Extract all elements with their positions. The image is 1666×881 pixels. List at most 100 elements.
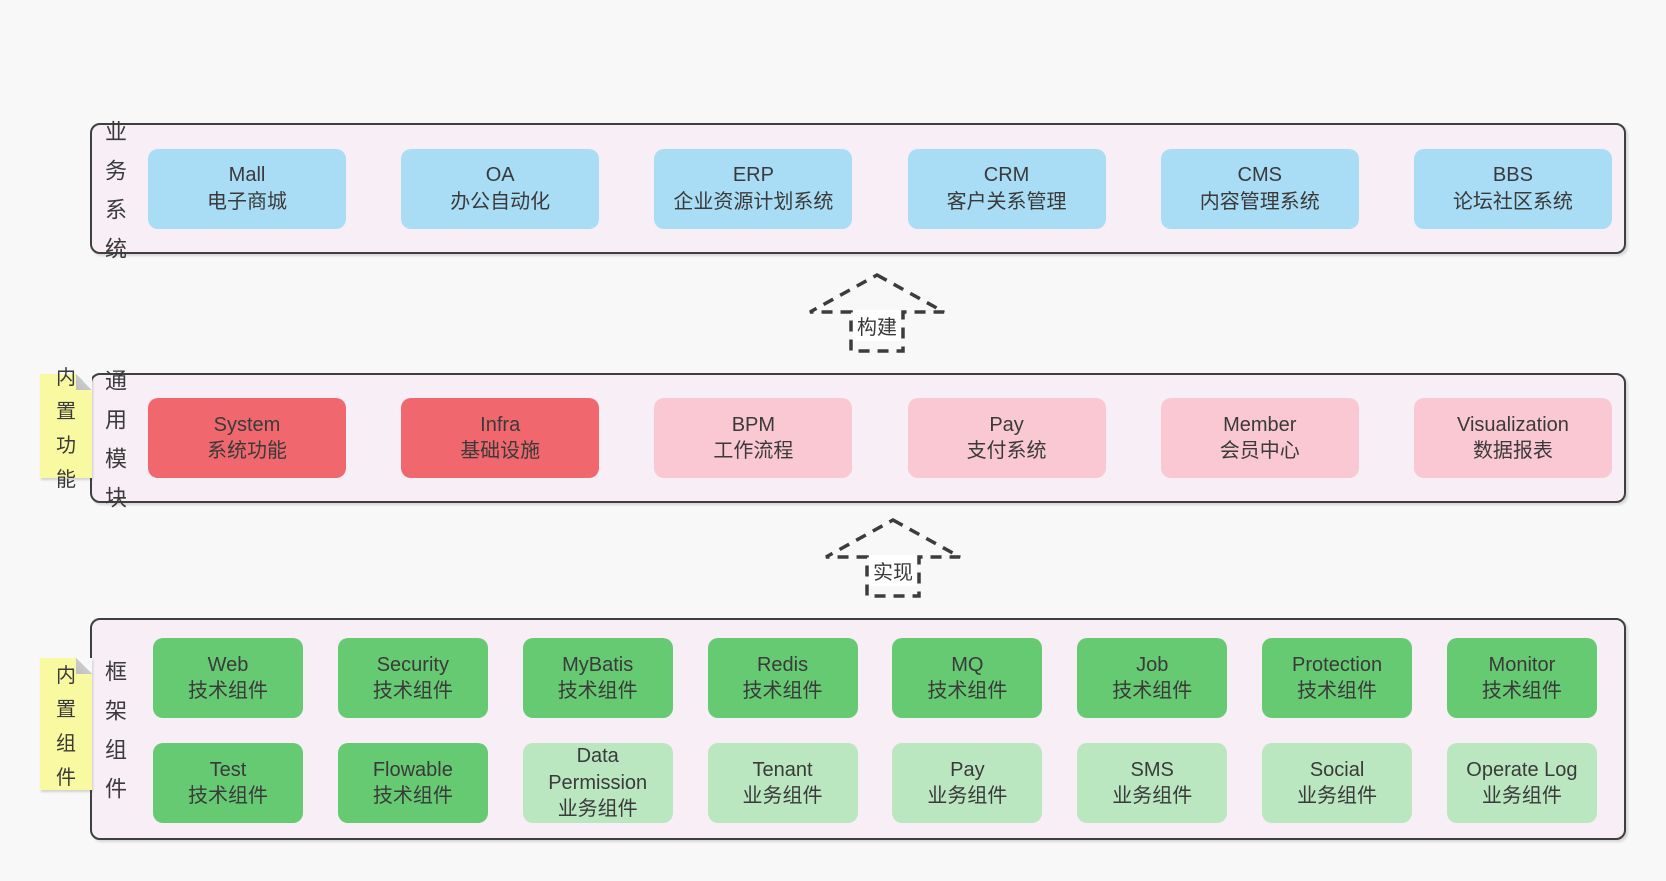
diagram-box-system: System 系统功能 bbox=[148, 398, 346, 478]
diagram-box-flowable: Flowable 技术组件 bbox=[337, 743, 488, 823]
sticky-note-label: 内置组件 bbox=[40, 658, 92, 790]
box-title: Web bbox=[207, 653, 249, 676]
diagram-box-protection: Protection 技术组件 bbox=[1262, 638, 1413, 718]
diagram-box-redis: Redis 技术组件 bbox=[707, 638, 858, 718]
sticky-note-built-in-components: 内置组件 bbox=[40, 658, 92, 790]
box-title: MyBatis bbox=[562, 653, 634, 676]
layer-label-business-systems: 业务系统 bbox=[105, 114, 127, 263]
vertical-text-char: 置 bbox=[56, 698, 76, 721]
box-subtitle: 业务组件 bbox=[1297, 785, 1378, 807]
dashed-up-arrow-icon bbox=[825, 518, 961, 598]
arrow-implement-label: 实现 bbox=[869, 555, 917, 586]
vertical-text-char: 件 bbox=[105, 776, 128, 802]
box-title: Pay bbox=[950, 758, 985, 781]
box-title: Security bbox=[376, 653, 449, 676]
vertical-text-char: 模 bbox=[105, 446, 128, 472]
vertical-text-char: 功 bbox=[56, 434, 76, 457]
box-subtitle: 技术组件 bbox=[188, 785, 268, 807]
box-title: MQ bbox=[951, 653, 984, 676]
diagram-box-mq: MQ 技术组件 bbox=[892, 638, 1043, 718]
box-title: Protection bbox=[1292, 653, 1383, 676]
vertical-text-char: 业 bbox=[105, 119, 128, 144]
box-title: SMS bbox=[1130, 758, 1174, 781]
box-subtitle: 支付系统 bbox=[966, 440, 1047, 462]
box-subtitle: 业务组件 bbox=[927, 785, 1008, 807]
diagram-box-infra: Infra 基础设施 bbox=[401, 398, 600, 478]
vertical-text-char: 框 bbox=[105, 659, 128, 685]
box-subtitle: 基础设施 bbox=[460, 440, 541, 462]
diagram-box-pay: Pay 业务组件 bbox=[892, 743, 1043, 823]
box-subtitle: 技术组件 bbox=[188, 680, 268, 702]
box-title: Visualization bbox=[1456, 413, 1569, 436]
vertical-text-char: 置 bbox=[56, 400, 76, 423]
diagram-box-social: Social 业务组件 bbox=[1262, 743, 1413, 823]
box-subtitle: 技术组件 bbox=[1297, 680, 1378, 702]
box-subtitle: 技术组件 bbox=[372, 785, 453, 807]
box-subtitle: 技术组件 bbox=[927, 680, 1008, 702]
arrow-build-label: 构建 bbox=[853, 310, 901, 341]
box-subtitle: 内容管理系统 bbox=[1199, 190, 1320, 213]
folded-corner-icon bbox=[76, 658, 92, 674]
box-title: Social bbox=[1309, 758, 1365, 781]
box-title: Redis bbox=[756, 653, 809, 676]
box-title: System bbox=[213, 413, 281, 436]
box-title: Operate Log bbox=[1466, 758, 1578, 781]
layer-label-common-modules: 通用模块 bbox=[105, 364, 127, 513]
vertical-text-char: 内 bbox=[56, 366, 76, 389]
diagram-box-mall: Mall 电子商城 bbox=[148, 148, 346, 229]
vertical-text-char: 块 bbox=[105, 485, 128, 511]
vertical-text-char: 通 bbox=[105, 368, 128, 394]
box-subtitle: 数据报表 bbox=[1472, 440, 1553, 462]
diagram-box-visualization: Visualization 数据报表 bbox=[1413, 398, 1612, 478]
box-title: Infra bbox=[480, 413, 521, 436]
folded-corner-icon bbox=[76, 374, 92, 390]
box-subtitle: 技术组件 bbox=[1112, 680, 1193, 702]
box-title: Flowable bbox=[372, 758, 453, 781]
box-title: Tenant bbox=[752, 758, 813, 781]
box-subtitle: 论坛社区系统 bbox=[1452, 190, 1573, 213]
box-subtitle: 工作流程 bbox=[713, 440, 794, 462]
diagram-box-job: Job 技术组件 bbox=[1077, 638, 1228, 718]
box-title: Mall bbox=[228, 164, 266, 187]
box-title: Monitor bbox=[1488, 653, 1556, 676]
diagram-box-sms: SMS 业务组件 bbox=[1077, 743, 1228, 823]
dashed-up-arrow-icon bbox=[809, 273, 945, 353]
box-title: OA bbox=[485, 164, 515, 187]
box-subtitle: 电子商城 bbox=[207, 190, 287, 213]
sticky-note-label: 内置功能 bbox=[40, 367, 92, 491]
box-title: Job bbox=[1136, 653, 1169, 676]
box-subtitle: 业务组件 bbox=[1112, 785, 1193, 807]
layer-label-framework-components: 框架组件 bbox=[105, 655, 127, 804]
box-subtitle: 企业资源计划系统 bbox=[673, 190, 834, 213]
box-title: CMS bbox=[1237, 164, 1282, 187]
vertical-text-char: 务 bbox=[105, 158, 128, 183]
box-subtitle: 客户关系管理 bbox=[946, 190, 1067, 213]
box-subtitle: 技术组件 bbox=[742, 680, 823, 702]
diagram-box-cms: CMS 内容管理系统 bbox=[1160, 148, 1359, 229]
box-subtitle: 系统功能 bbox=[207, 440, 287, 462]
vertical-text-char: 能 bbox=[56, 468, 76, 491]
box-subtitle: 会员中心 bbox=[1219, 440, 1300, 462]
arrow-build: 构建 bbox=[807, 272, 947, 354]
vertical-text-char: 系 bbox=[105, 197, 128, 222]
vertical-text-char: 架 bbox=[105, 698, 128, 724]
vertical-text-char: 内 bbox=[56, 664, 76, 687]
